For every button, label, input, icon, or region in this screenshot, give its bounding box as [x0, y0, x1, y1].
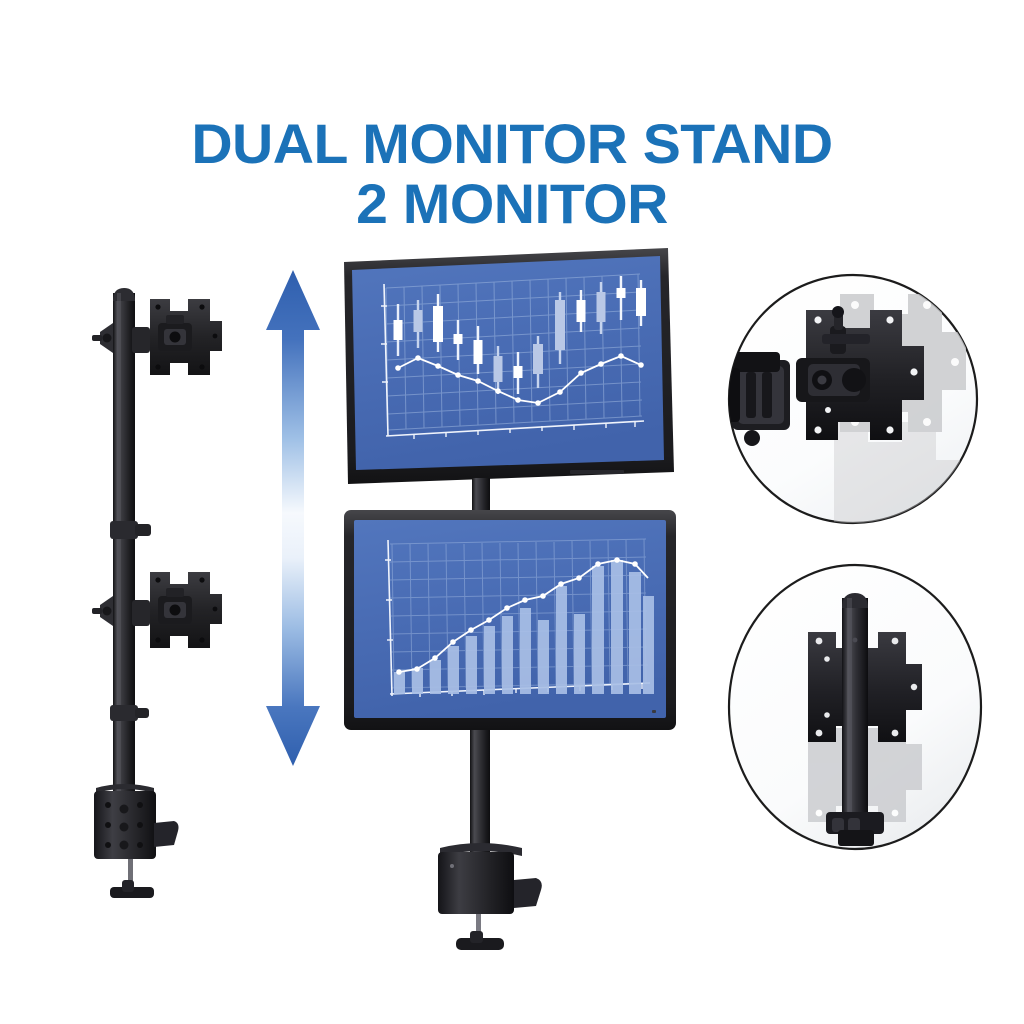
- bar-series: [394, 560, 654, 694]
- pole-rear: [842, 593, 868, 836]
- pole-base-collar: [826, 812, 884, 846]
- height-adjustment-arrow: Height adjustable: [258, 268, 328, 768]
- bottom-monitor-chart: [385, 538, 654, 697]
- center-desk-clamp: [438, 843, 542, 950]
- upper-tilt-knob: [92, 323, 113, 353]
- inset-top-label: Close-up of VESA mounting bracket with t…: [722, 526, 723, 527]
- inset-pole-rear-closeup: Rear view of pole with VESA mounting pla…: [726, 562, 984, 852]
- title-line-1: DUAL MONITOR STAND: [191, 112, 833, 175]
- bottom-monitor: [344, 510, 676, 730]
- lower-pole-collar: [110, 705, 149, 721]
- left-clamp-handle: [110, 880, 154, 898]
- bottom-monitor-power-led: [652, 710, 656, 713]
- left-stand-pole: [113, 288, 135, 838]
- top-monitor-chart: [381, 273, 646, 439]
- inset-bottom-label: Rear view of pole with VESA mounting pla…: [726, 852, 727, 853]
- top-monitor: [344, 248, 674, 484]
- mid-pole-collar: [110, 521, 151, 539]
- top-chart-markers: [395, 353, 644, 406]
- candlestick-series: [393, 276, 646, 394]
- lower-vesa-bracket: [92, 572, 222, 648]
- vesa-bracket-main: [729, 306, 924, 446]
- left-desk-clamp: [94, 784, 179, 898]
- center-product-photo: [330, 248, 700, 950]
- lower-tilt-knob: [92, 596, 113, 626]
- height-arrow-label: Height adjustable: [258, 768, 259, 769]
- title-line-2: 2 MONITOR: [356, 172, 668, 235]
- left-product-photo: [70, 275, 240, 900]
- upper-pole-segment: [472, 478, 490, 520]
- bottom-chart-markers: [396, 557, 638, 675]
- center-clamp-handle: [456, 931, 504, 950]
- page-title: DUAL MONITOR STAND 2 MONITOR: [0, 116, 1024, 232]
- upper-vesa-bracket: [92, 299, 222, 375]
- top-monitor-brand-mark: [570, 470, 624, 474]
- inset-vesa-bracket-closeup: Close-up of VESA mounting bracket with t…: [722, 272, 984, 526]
- arrow-up-head: [266, 270, 320, 766]
- lower-pole-segment: [470, 730, 490, 866]
